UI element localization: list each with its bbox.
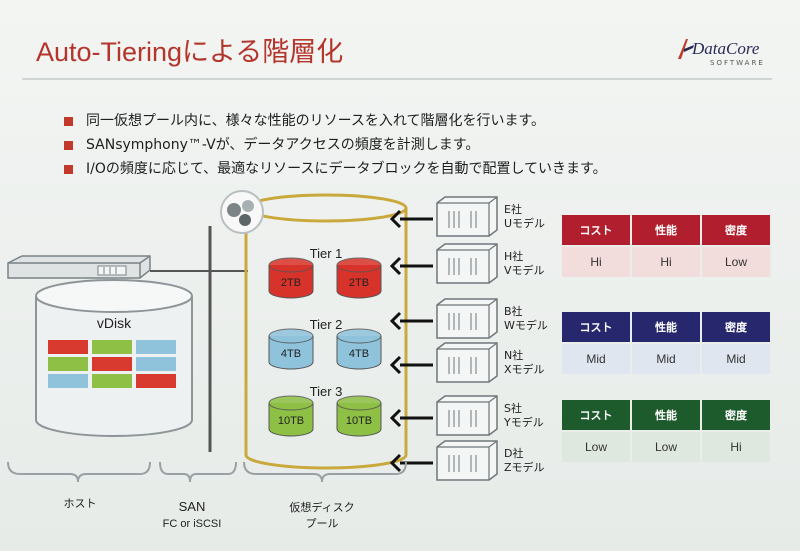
- tier-2-label: Tier 2: [310, 317, 343, 332]
- host-label: ホスト: [64, 497, 97, 510]
- vendor-name: B社: [504, 305, 523, 318]
- pool-sublabel: プール: [306, 517, 339, 530]
- model-name: Vモデル: [504, 264, 545, 277]
- arrow-left-icon: [389, 209, 433, 229]
- storage-server-icon: [436, 243, 498, 284]
- bullet-item: 同一仮想プール内に、様々な性能のリソースを入れて階層化を行います。: [62, 110, 607, 134]
- table-value-cell: Mid: [631, 342, 702, 374]
- tier-3-disk: 10TB: [336, 395, 382, 437]
- vendor-name: E社: [504, 203, 522, 216]
- table-value-cell: Mid: [562, 342, 632, 374]
- brand-name: DataCore: [692, 39, 760, 58]
- disk-capacity-label: 4TB: [281, 348, 301, 360]
- slide-title: Auto-Tieringによる階層化: [36, 37, 344, 67]
- storage-server-icon: [436, 196, 498, 237]
- storage-server-icon: [436, 440, 498, 481]
- model-name: Uモデル: [504, 217, 546, 230]
- disk-capacity-label: 2TB: [281, 277, 301, 289]
- arrow-left-icon: [389, 311, 433, 331]
- bottom-braces: [7, 461, 407, 483]
- disk-capacity-label: 4TB: [349, 348, 369, 360]
- arrow-left-icon: [389, 355, 433, 375]
- tier-disks: 2TB 2TB 4TB 4TB 10TB 10TB: [268, 257, 382, 437]
- bullet-item: SANsymphony™-Vが、データアクセスの頻度を計測します。: [62, 134, 607, 158]
- tier-3-label: Tier 3: [310, 384, 343, 399]
- datacore-logo-icon: [678, 39, 694, 59]
- san-sublabel: FC or iSCSI: [163, 518, 222, 530]
- model-name: Yモデル: [504, 416, 544, 429]
- table-header-cell: コスト: [562, 215, 632, 246]
- vendor-name: D社: [504, 447, 524, 460]
- table-header-cell: 密度: [701, 215, 772, 246]
- bullet-square-icon: [64, 141, 73, 150]
- vdisk-cylinder: [35, 279, 193, 437]
- table-header-cell: 性能: [631, 215, 702, 246]
- arrow-left-icon: [389, 453, 433, 473]
- sansymphony-icon: [220, 190, 264, 234]
- model-name: Zモデル: [504, 461, 545, 474]
- arrow-left-icon: [389, 256, 433, 276]
- storage-arrows: [389, 209, 433, 473]
- host-server: [7, 255, 151, 279]
- table-header-cell: コスト: [562, 400, 632, 431]
- vdisk-label: vDisk: [97, 315, 132, 331]
- brand-subtitle: SOFTWARE: [710, 59, 765, 67]
- table-value-cell: Low: [562, 430, 632, 462]
- table-value-cell: Hi: [701, 430, 772, 462]
- tier-1-disk: 2TB: [336, 257, 382, 299]
- table-header-cell: 密度: [701, 400, 772, 431]
- table-value-cell: Low: [631, 430, 702, 462]
- tier-1-label: Tier 1: [310, 246, 343, 261]
- title-divider: [22, 78, 772, 80]
- table-header-cell: コスト: [562, 312, 632, 343]
- datacore-logo: DataCore SOFTWARE: [672, 35, 782, 75]
- table-value-cell: Low: [701, 245, 772, 277]
- table-header-cell: 性能: [631, 400, 702, 431]
- vendor-name: S社: [504, 402, 522, 415]
- bullet-item: I/Oの頻度に応じて、最適なリソースにデータブロックを自動で配置していきます。: [62, 158, 607, 182]
- table-header-cell: 密度: [701, 312, 772, 343]
- tier-2-disk: 4TB: [268, 328, 314, 370]
- storage-server-icon: [436, 342, 498, 383]
- disk-capacity-label: 10TB: [346, 415, 372, 427]
- san-label: SAN: [179, 499, 206, 514]
- arrow-left-icon: [389, 408, 433, 428]
- tier-3-disk: 10TB: [268, 395, 314, 437]
- tier-1-disk: 2TB: [268, 257, 314, 299]
- disk-capacity-label: 10TB: [278, 415, 304, 427]
- storage-servers: [436, 196, 498, 481]
- storage-server-icon: [436, 395, 498, 436]
- model-name: Wモデル: [504, 319, 548, 332]
- vendor-name: N社: [504, 349, 524, 362]
- vendor-name: H社: [504, 250, 524, 263]
- bullet-list: 同一仮想プール内に、様々な性能のリソースを入れて階層化を行います。 SANsym…: [62, 110, 607, 182]
- storage-server-icon: [436, 298, 498, 339]
- table-header-cell: 性能: [631, 312, 702, 343]
- pool-label: 仮想ディスク: [289, 500, 354, 514]
- tier-2-disk: 4TB: [336, 328, 382, 370]
- table-value-cell: Hi: [562, 245, 632, 277]
- disk-capacity-label: 2TB: [349, 277, 369, 289]
- table-value-cell: Hi: [631, 245, 702, 277]
- bullet-square-icon: [64, 117, 73, 126]
- table-value-cell: Mid: [701, 342, 772, 374]
- bullet-square-icon: [64, 165, 73, 174]
- model-name: Xモデル: [504, 363, 545, 376]
